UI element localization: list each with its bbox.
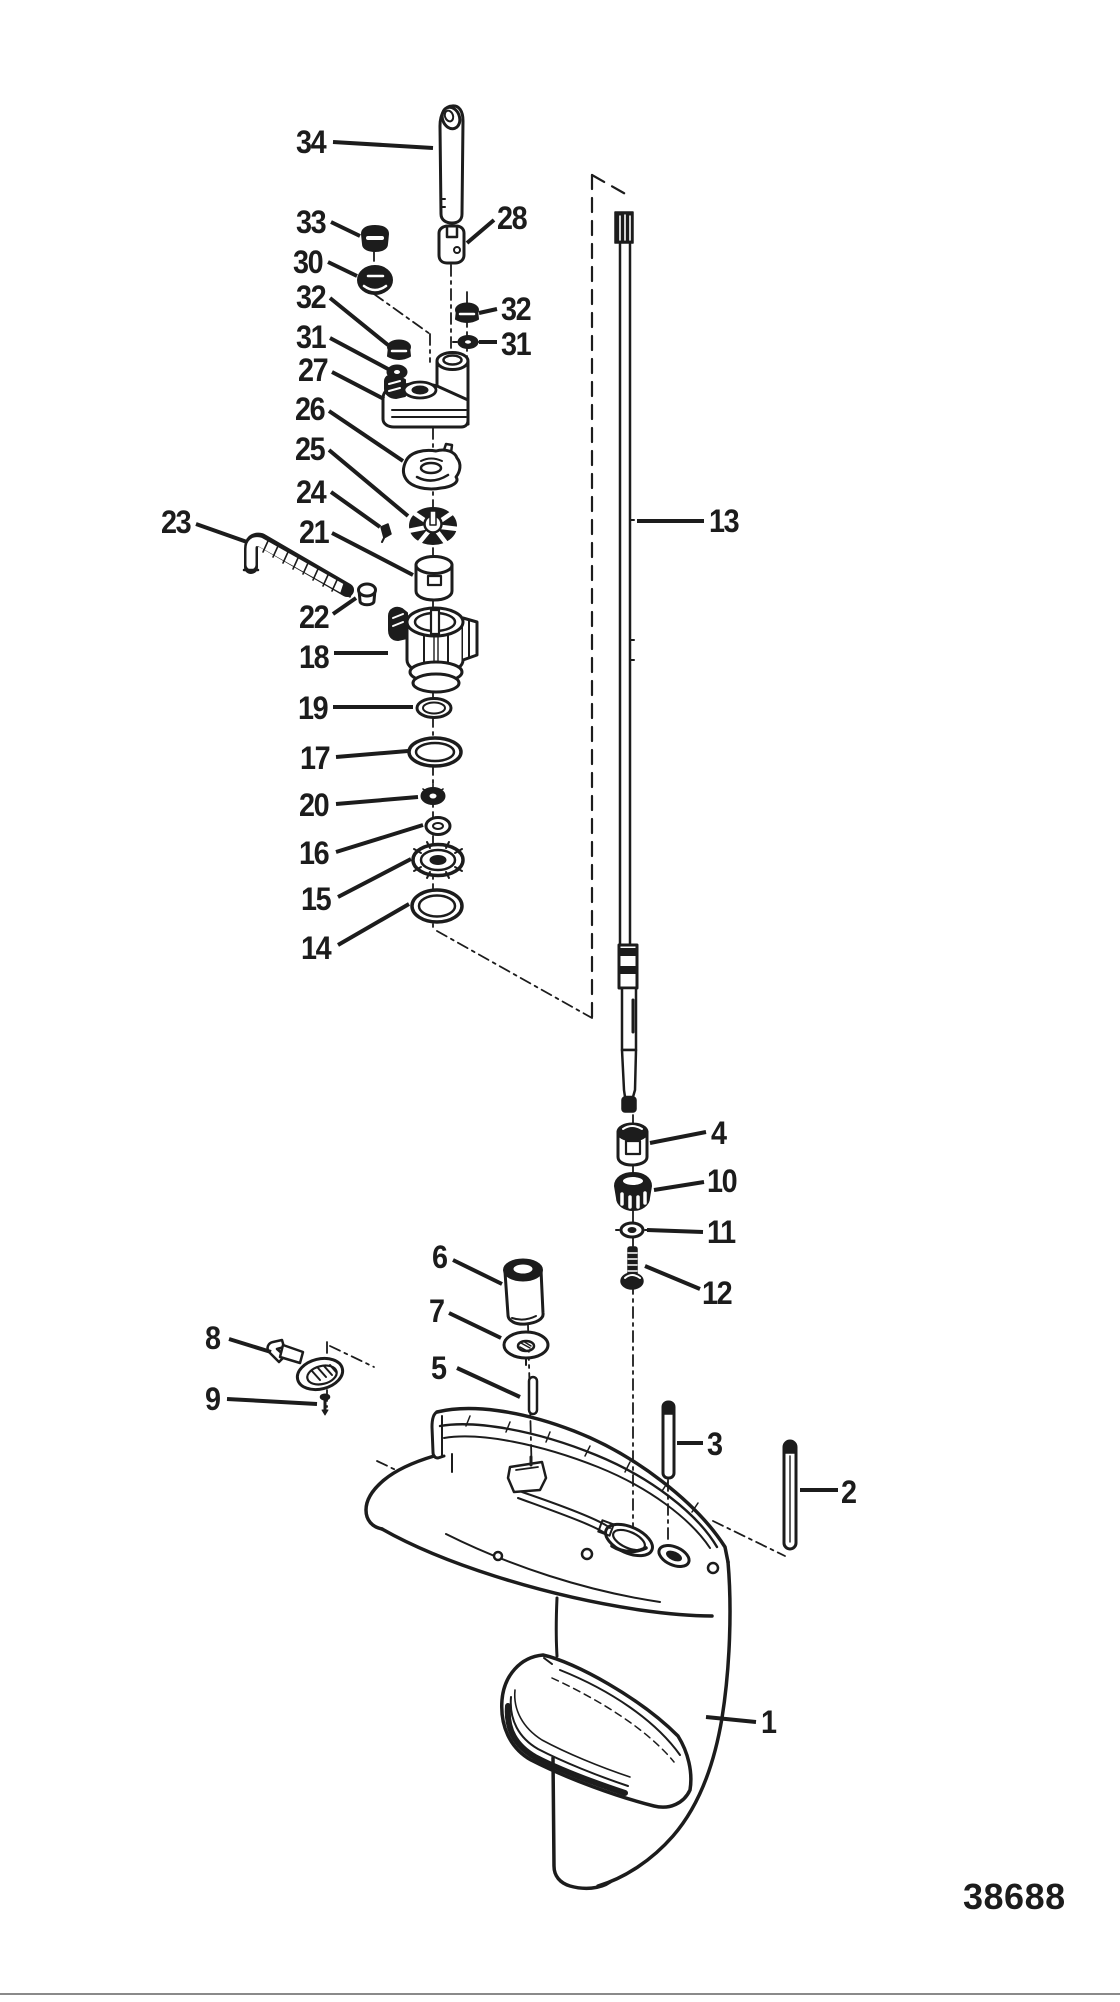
callout-2: 2 xyxy=(841,1474,857,1510)
callout-33: 33 xyxy=(296,204,327,240)
callout-leader-lines xyxy=(195,140,838,1724)
callout-9: 9 xyxy=(205,1381,221,1417)
callout-10: 10 xyxy=(707,1163,738,1199)
callout-32-right: 32 xyxy=(501,291,532,327)
part-17-o-ring xyxy=(407,736,463,768)
part-12-bolt xyxy=(620,1246,644,1290)
part-32-nut-right xyxy=(455,302,479,323)
part-32-nut-left xyxy=(387,339,411,360)
part-21-insert-cup xyxy=(414,555,454,602)
part-6-bushing xyxy=(503,1258,545,1326)
callout-8: 8 xyxy=(205,1320,221,1356)
part-23-flushing-tube xyxy=(242,532,354,598)
part-5-pin xyxy=(527,1375,539,1416)
part-27-pump-base xyxy=(381,351,470,429)
part-10-bearing-cage xyxy=(614,1172,652,1211)
part-34-water-tube xyxy=(438,104,465,225)
part-33-nut xyxy=(361,225,389,252)
part-13-driveshaft xyxy=(614,211,639,1113)
part-9-screw xyxy=(319,1393,331,1416)
part-18-pump-housing xyxy=(388,606,479,694)
part-3-stud xyxy=(661,1400,676,1480)
callout-7: 7 xyxy=(429,1293,445,1329)
part-16-seal-ring xyxy=(424,816,452,836)
callout-18: 18 xyxy=(299,639,330,675)
part-28-coupler xyxy=(437,224,466,265)
callout-11: 11 xyxy=(707,1214,736,1250)
part-1-gear-housing xyxy=(364,1406,732,1891)
callout-28: 28 xyxy=(497,200,528,236)
callout-27: 27 xyxy=(298,352,329,388)
part-25-impeller xyxy=(405,507,461,546)
callout-31-left: 31 xyxy=(296,319,327,355)
assembly-centerlines xyxy=(326,249,786,1557)
part-19-o-ring xyxy=(415,697,453,719)
callout-14: 14 xyxy=(301,930,332,966)
callout-5: 5 xyxy=(431,1350,447,1386)
callout-24: 24 xyxy=(296,474,327,510)
part-2-stud xyxy=(782,1439,798,1551)
callout-16: 16 xyxy=(299,835,330,871)
part-30-grommet xyxy=(357,265,393,295)
callout-26: 26 xyxy=(295,391,326,427)
callout-19: 19 xyxy=(298,690,329,726)
callout-25: 25 xyxy=(295,431,326,467)
callout-34: 34 xyxy=(296,124,327,160)
callout-32-left: 32 xyxy=(296,279,327,315)
page-bottom-rule xyxy=(0,1993,1120,1995)
callout-22: 22 xyxy=(299,599,330,635)
callout-20: 20 xyxy=(299,787,330,823)
callout-1: 1 xyxy=(761,1704,777,1740)
part-31-washer-right xyxy=(452,335,484,349)
part-26-face-plate xyxy=(401,442,462,491)
part-11-washer xyxy=(615,1221,649,1239)
drawing-number: 38688 xyxy=(963,1876,1066,1917)
callout-6: 6 xyxy=(432,1239,448,1275)
callout-21: 21 xyxy=(299,514,330,550)
callout-23: 23 xyxy=(161,504,192,540)
part-8-anode xyxy=(266,1338,345,1392)
callout-4: 4 xyxy=(711,1115,727,1151)
callout-12: 12 xyxy=(702,1275,733,1311)
callout-31-right: 31 xyxy=(501,326,532,362)
part-14-o-ring xyxy=(410,888,464,924)
part-20-washer xyxy=(420,783,446,805)
part-4-bushing xyxy=(616,1122,649,1167)
part-7-washer xyxy=(502,1330,550,1366)
callout-15: 15 xyxy=(301,881,332,917)
driveshaft-reference-dashes xyxy=(590,173,631,1020)
callout-30: 30 xyxy=(293,244,324,280)
callout-3: 3 xyxy=(707,1426,723,1462)
part-24-impeller-key xyxy=(380,523,392,543)
part-15-bearing xyxy=(411,841,465,879)
callout-17: 17 xyxy=(300,740,331,776)
callout-13: 13 xyxy=(709,503,740,539)
part-22-bushing xyxy=(357,582,377,607)
